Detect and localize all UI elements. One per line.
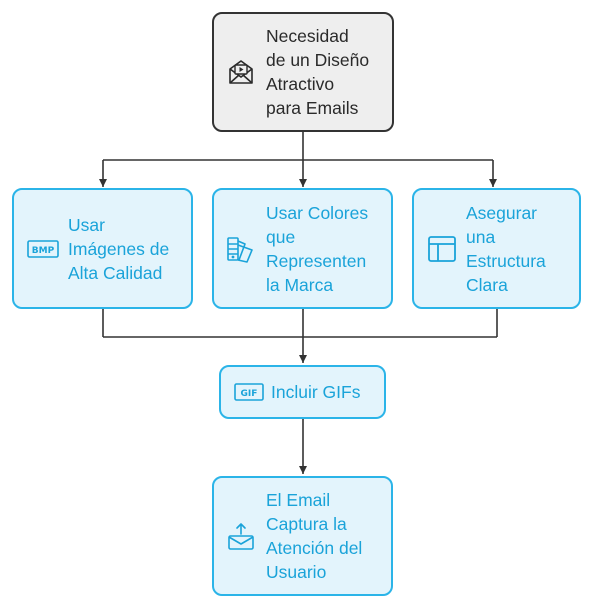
node-need-label: Necesidad de un Diseño Atractivo para Em… bbox=[266, 26, 370, 118]
node-brand-colors: Usar Colores que Representen la Marca bbox=[212, 188, 393, 309]
node-result-label: El Email Captura la Atención del Usuario bbox=[266, 490, 363, 582]
layout-icon bbox=[426, 234, 458, 264]
mail-upload-icon bbox=[224, 519, 258, 553]
node-clear-structure: Asegurar una Estructura Clara bbox=[412, 188, 581, 309]
gif-icon-text: GIF bbox=[241, 389, 258, 399]
bmp-icon-text: BMP bbox=[32, 245, 55, 255]
node-gifs-label: Incluir GIFs bbox=[271, 382, 361, 402]
node-high-quality-images: BMP Usar Imágenes de Alta Calidad bbox=[12, 188, 193, 309]
color-swatch-icon bbox=[224, 232, 258, 266]
node-structure-label: Asegurar una Estructura Clara bbox=[466, 202, 546, 295]
node-include-gifs: GIF Incluir GIFs bbox=[219, 365, 386, 419]
node-email-captures-attention: El Email Captura la Atención del Usuario bbox=[212, 476, 393, 596]
gif-file-icon: GIF bbox=[233, 382, 265, 402]
node-colors-label: Usar Colores que Representen la Marca bbox=[266, 202, 369, 295]
node-need-attractive-email-design: Necesidad de un Diseño Atractivo para Em… bbox=[212, 12, 394, 132]
node-images-label: Usar Imágenes de Alta Calidad bbox=[68, 214, 170, 283]
email-video-icon bbox=[224, 55, 258, 89]
bmp-file-icon: BMP bbox=[26, 239, 60, 259]
